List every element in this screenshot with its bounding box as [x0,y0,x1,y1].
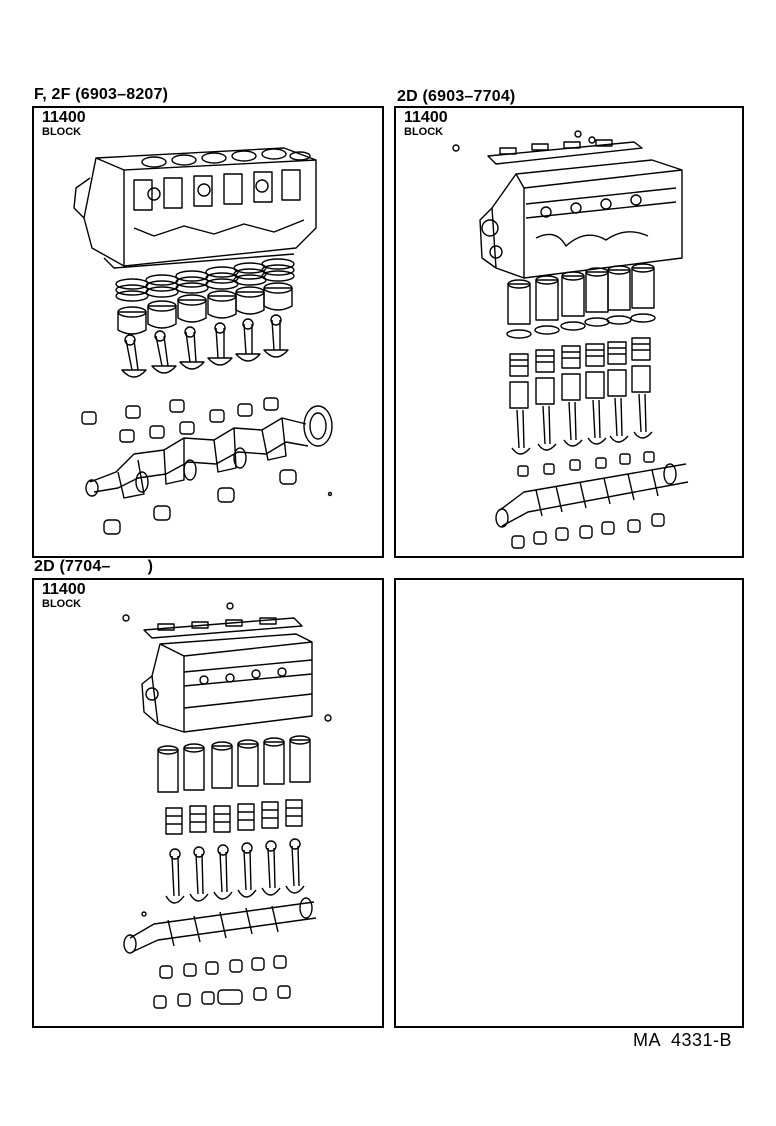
part-name: BLOCK [404,126,444,138]
part-number: 11400 [404,109,448,126]
engine-block-illustration [34,108,382,556]
empty-panel [394,578,744,1028]
caption-top-right: 2D (6903–7704) [397,88,516,105]
caption-top-left: F, 2F (6903–8207) [34,86,169,103]
diagram-code: MA 4331-B [633,1030,733,1050]
panel-2d-late-block: 11400 BLOCK [32,578,384,1028]
part-name: BLOCK [42,598,82,610]
engine-block-illustration [34,580,382,1026]
panel-f-2f-block: 11400 BLOCK [32,106,384,558]
part-number: 11400 [42,581,86,598]
panel-2d-early-block: 11400 BLOCK [394,106,744,558]
caption-bottom-left: 2D (7704– ) [34,558,154,575]
part-number: 11400 [42,109,86,126]
engine-block-illustration [396,108,742,556]
part-name: BLOCK [42,126,82,138]
